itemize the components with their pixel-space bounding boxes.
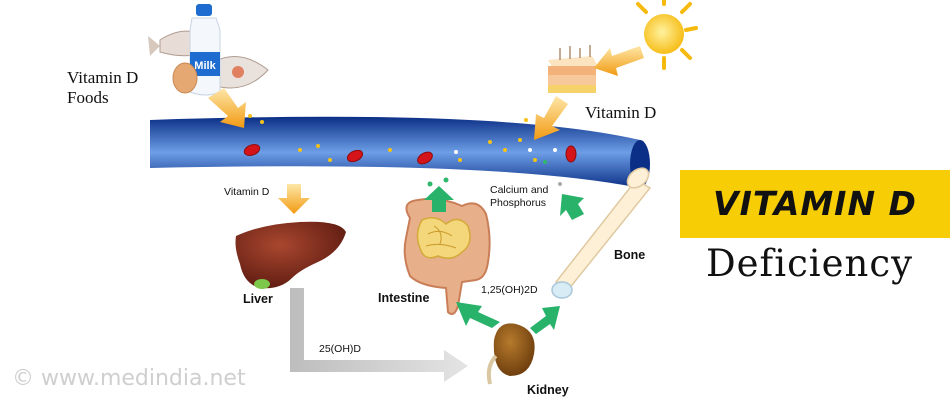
egg-icon [172,62,198,94]
arrow-kidney-to-intestine [456,302,500,328]
title-banner: VITAMIN D [680,170,950,238]
skin-icon [548,45,598,93]
arrow-kidney-to-bone [530,306,560,334]
arrow-intestine-to-blood [424,186,454,212]
page-subtitle: Deficiency [706,242,913,285]
watermark: © www.medindia.net [12,366,246,391]
page-title: VITAMIN D [713,184,917,223]
nutrient-particles [248,114,562,187]
liver-icon [235,221,346,289]
label-25-oh-d: 25(OH)D [319,343,362,355]
fish-icon [213,56,269,89]
kidney-icon [486,323,535,385]
sun-icon [636,0,698,70]
label-liver: Liver [243,292,273,306]
arrow-foods-to-blood [208,88,246,128]
label-kidney: Kidney [527,383,569,397]
label-vitamin-d-foods: Vitamin D Foods [67,68,139,107]
label-125-oh-2d: 1,25(OH)2D [481,284,538,296]
label-vitamin-d-sun: Vitamin D [585,103,657,122]
red-blood-cells [243,144,577,165]
label-bone: Bone [614,248,646,262]
label-calcium-phosphorus: Calcium and Phosphorus [490,184,549,209]
milk-label: Milk [194,60,216,72]
arrow-liver-to-kidney [290,288,468,382]
arrow-sun-to-skin [594,46,644,76]
bone-icon [551,167,652,299]
label-vitamin-d-blood: Vitamin D [224,186,270,198]
arrow-blood-to-liver [278,184,310,214]
label-intestine: Intestine [378,291,430,305]
arrow-skin-to-blood [534,96,568,140]
arrow-bone-to-blood [560,194,584,220]
